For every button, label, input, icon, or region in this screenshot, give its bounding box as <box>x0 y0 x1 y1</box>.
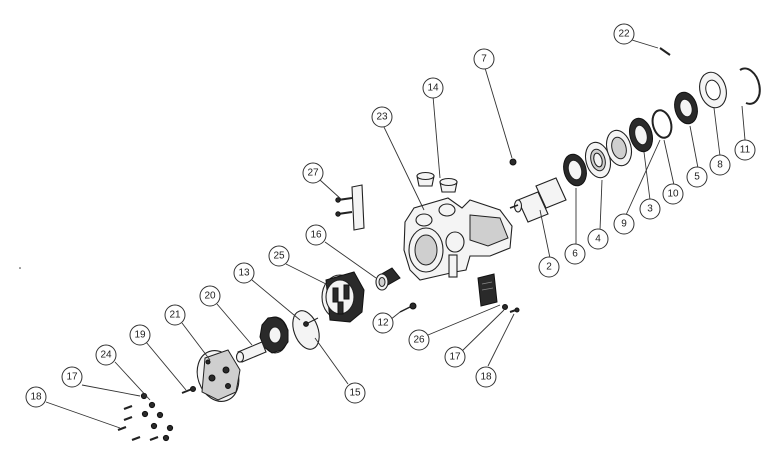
svg-text:25: 25 <box>273 251 285 262</box>
svg-text:16: 16 <box>310 230 322 241</box>
part-bracket-27 <box>335 184 365 231</box>
callout-3: 3 <box>639 198 661 220</box>
part-cover-21 <box>196 349 241 402</box>
callout-24: 24 <box>95 344 117 366</box>
part-bearing-3 <box>628 117 654 153</box>
part-seal-6 <box>563 153 587 187</box>
callout-16: 16 <box>305 224 327 246</box>
svg-text:12: 12 <box>377 318 389 329</box>
callout-17b: 17 <box>444 346 466 368</box>
part-seal-5 <box>674 91 698 125</box>
callout-26: 26 <box>408 329 430 351</box>
part-impeller-25 <box>321 271 365 323</box>
callout-15: 15 <box>344 382 366 404</box>
part-sleeve-9 <box>605 129 633 167</box>
part-bearing-4 <box>584 141 612 179</box>
svg-text:20: 20 <box>204 291 216 302</box>
svg-text:18: 18 <box>30 392 42 403</box>
svg-text:17: 17 <box>66 372 78 383</box>
svg-text:24: 24 <box>100 350 112 361</box>
part-bolt-cluster <box>117 392 174 442</box>
callout-12: 12 <box>372 312 394 334</box>
part-shaft-20 <box>235 341 267 363</box>
callout-18a: 18 <box>25 386 47 408</box>
callout-14: 14 <box>422 77 444 99</box>
callout-20: 20 <box>199 285 221 307</box>
part-retaining-ring-11 <box>739 67 761 105</box>
svg-text:23: 23 <box>376 112 388 123</box>
callout-10: 10 <box>662 183 684 205</box>
svg-text:11: 11 <box>740 145 751 156</box>
svg-text:5: 5 <box>694 172 700 183</box>
svg-text:6: 6 <box>572 249 578 260</box>
svg-text:8: 8 <box>717 160 723 171</box>
part-bushing-16 <box>375 267 401 291</box>
svg-text:21: 21 <box>169 310 181 321</box>
callout-5: 5 <box>686 166 708 188</box>
svg-text:18: 18 <box>480 372 492 383</box>
svg-text:13: 13 <box>238 268 250 279</box>
part-washer-8 <box>699 71 727 109</box>
svg-text:15: 15 <box>349 388 361 399</box>
part-pump-body-23 <box>403 197 513 281</box>
callout-6: 6 <box>564 243 586 265</box>
callout-19: 19 <box>129 324 151 346</box>
stray-dot <box>19 267 21 269</box>
svg-text:7: 7 <box>481 54 487 65</box>
callout-18b: 18 <box>475 366 497 388</box>
svg-text:3: 3 <box>647 204 653 215</box>
svg-text:9: 9 <box>621 219 627 230</box>
svg-text:10: 10 <box>667 189 679 200</box>
callout-22: 22 <box>613 23 635 45</box>
callout-2: 2 <box>538 256 560 278</box>
part-pin-22 <box>659 47 671 56</box>
svg-text:27: 27 <box>307 168 319 179</box>
callout-17a: 17 <box>61 366 83 388</box>
callout-23: 23 <box>371 106 393 128</box>
callout-13: 13 <box>233 262 255 284</box>
callout-27: 27 <box>302 162 324 184</box>
leader-lines <box>45 39 746 429</box>
part-plug-7 <box>509 158 517 166</box>
part-cups-14 <box>416 171 458 193</box>
callout-11: 11 <box>734 139 756 161</box>
part-label-26 <box>477 273 498 307</box>
svg-text:26: 26 <box>413 335 425 346</box>
callout-8: 8 <box>709 154 731 176</box>
svg-text:17: 17 <box>449 352 461 363</box>
part-screws-17-18 <box>502 304 520 313</box>
part-plate-13 <box>292 310 320 350</box>
part-gear <box>259 316 289 354</box>
svg-text:14: 14 <box>427 83 439 94</box>
callout-25: 25 <box>268 245 290 267</box>
svg-text:22: 22 <box>618 29 630 40</box>
callout-7: 7 <box>473 48 495 70</box>
svg-text:19: 19 <box>134 330 146 341</box>
svg-text:4: 4 <box>595 234 601 245</box>
part-shaft-2 <box>509 177 567 223</box>
callout-4: 4 <box>587 228 609 250</box>
part-screw-12 <box>399 302 417 313</box>
callout-9: 9 <box>613 213 635 235</box>
callout-21: 21 <box>164 304 186 326</box>
part-snapring-10 <box>651 109 673 139</box>
part-screw-19 <box>181 386 196 394</box>
svg-text:2: 2 <box>546 262 552 273</box>
